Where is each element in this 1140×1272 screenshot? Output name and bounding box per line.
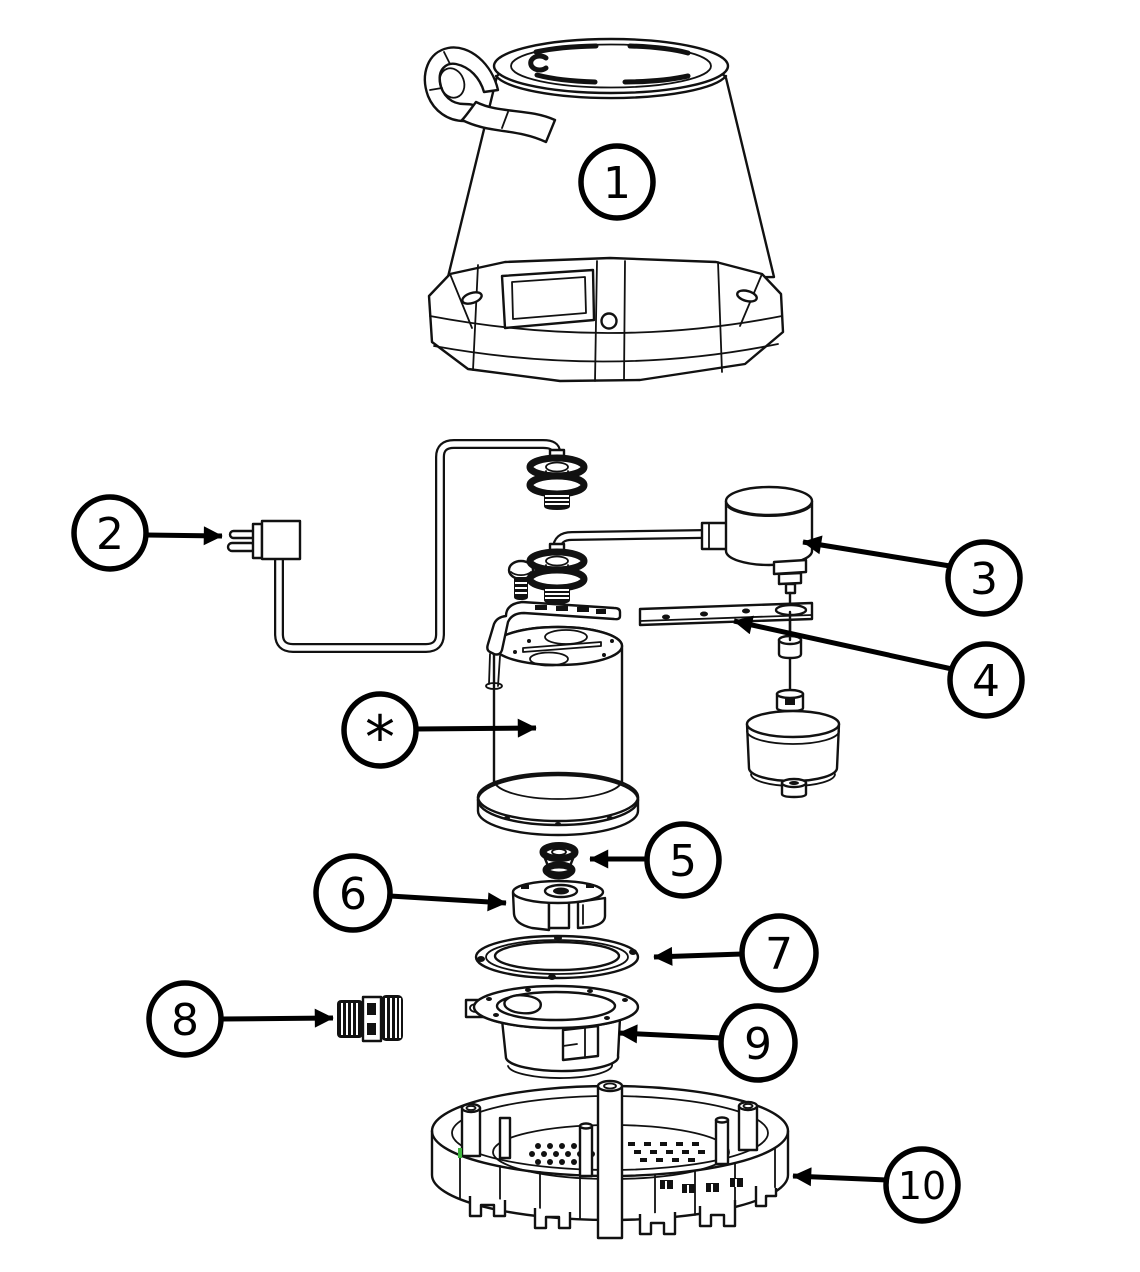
callout-10: 10 bbox=[792, 1146, 961, 1224]
callout-5: 5 bbox=[589, 821, 722, 899]
green-artifact-mark bbox=[458, 1148, 462, 1158]
svg-text:1: 1 bbox=[603, 158, 631, 209]
svg-text:6: 6 bbox=[339, 869, 367, 920]
callout-9: 9 bbox=[618, 1003, 798, 1083]
svg-text:5: 5 bbox=[669, 836, 697, 887]
shaft-sleeve bbox=[539, 842, 579, 880]
svg-text:8: 8 bbox=[171, 995, 199, 1046]
float bbox=[745, 709, 841, 787]
callout-2: 2 bbox=[71, 494, 223, 572]
callout-3: 3 bbox=[802, 535, 1023, 617]
volute-cover bbox=[464, 984, 640, 1079]
callout-1: 1 bbox=[578, 143, 656, 221]
svg-text:3: 3 bbox=[970, 554, 998, 605]
svg-text:9: 9 bbox=[744, 1019, 772, 1070]
svg-text:*: * bbox=[365, 703, 395, 773]
callout-6: 6 bbox=[313, 853, 507, 933]
cord-clamp-bracket bbox=[485, 600, 622, 690]
carry-handle bbox=[423, 46, 557, 144]
power-plug bbox=[226, 519, 302, 561]
callout-7: 7 bbox=[653, 913, 819, 993]
cord-grommet-lower bbox=[530, 544, 584, 604]
cord-grommet-upper bbox=[530, 450, 584, 510]
svg-text:4: 4 bbox=[972, 656, 1000, 707]
hose-adapter bbox=[337, 995, 403, 1043]
callout-8: 8 bbox=[146, 980, 334, 1058]
callout-4: 4 bbox=[733, 615, 1025, 719]
power-cord bbox=[274, 439, 561, 653]
clamp-screw bbox=[507, 559, 535, 600]
svg-text:7: 7 bbox=[765, 929, 793, 980]
svg-text:10: 10 bbox=[898, 1164, 946, 1208]
callout-star: * bbox=[341, 691, 537, 773]
float-switch-assembly bbox=[552, 485, 841, 799]
impeller bbox=[511, 879, 607, 932]
base-strainer bbox=[430, 1079, 790, 1240]
motor-unit bbox=[476, 600, 640, 837]
seal-ring bbox=[474, 934, 640, 980]
svg-text:2: 2 bbox=[96, 509, 124, 560]
float-rod-bracket bbox=[638, 601, 814, 642]
